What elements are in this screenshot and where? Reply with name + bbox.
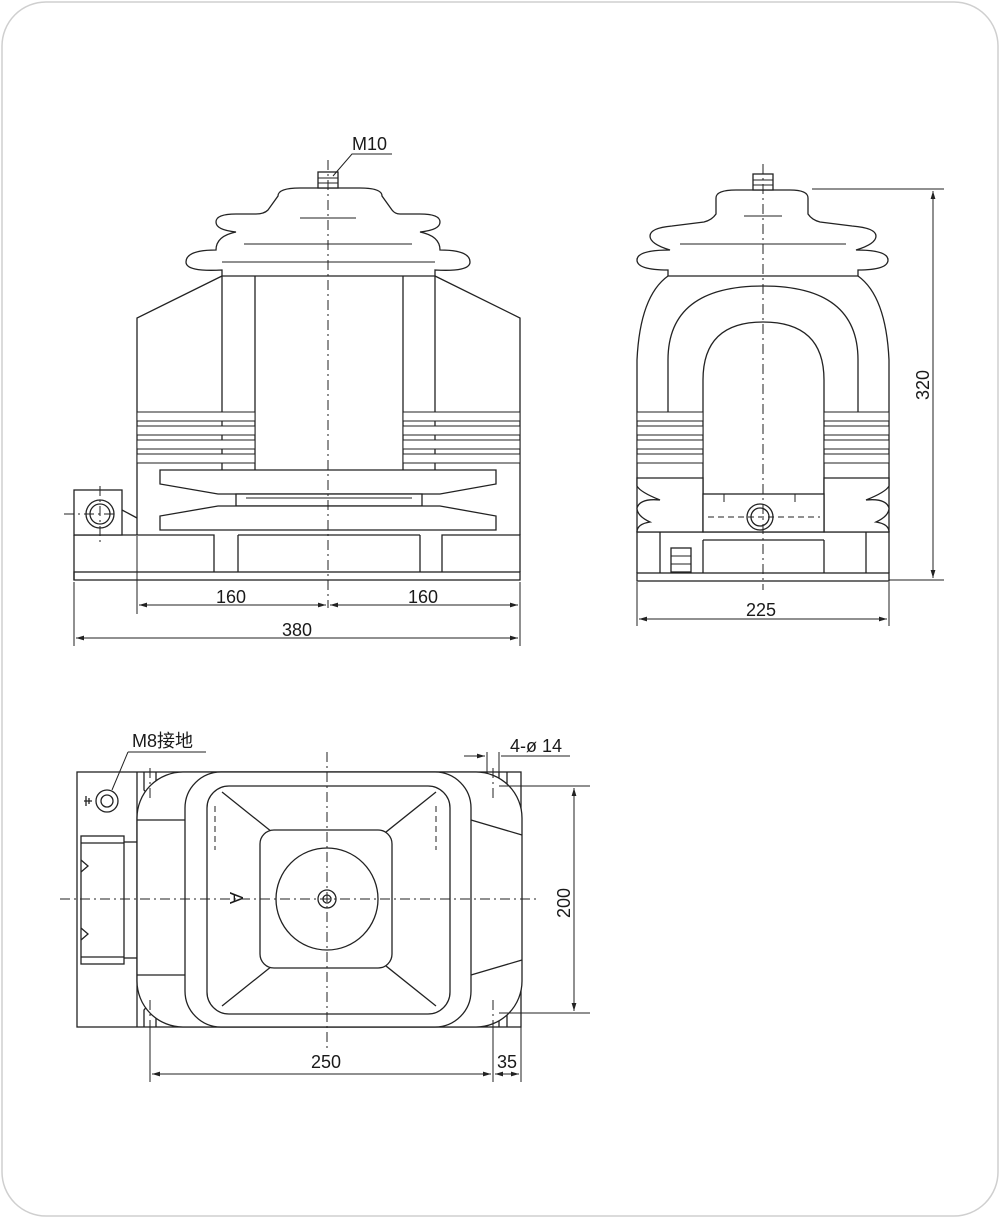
dim-hole-spacing: 250 <box>311 1052 341 1072</box>
dim-total-width: 380 <box>282 620 312 640</box>
side-view: 320 225 <box>636 164 944 626</box>
dim-edge-offset: 35 <box>497 1052 517 1072</box>
ground-label: M8接地 <box>132 731 193 751</box>
top-view: A M8接地 4-ø 14 200 <box>60 731 590 1082</box>
thread-label: M10 <box>352 134 387 154</box>
dim-right-half: 160 <box>408 587 438 607</box>
dim-depth: 200 <box>554 888 574 918</box>
dim-width: 225 <box>746 600 776 620</box>
polarity-mark: A <box>226 892 246 904</box>
dim-height: 320 <box>913 370 933 400</box>
dim-left-half: 160 <box>216 587 246 607</box>
front-view: M10 160 160 380 <box>64 134 521 646</box>
holes-label: 4-ø 14 <box>510 736 562 756</box>
